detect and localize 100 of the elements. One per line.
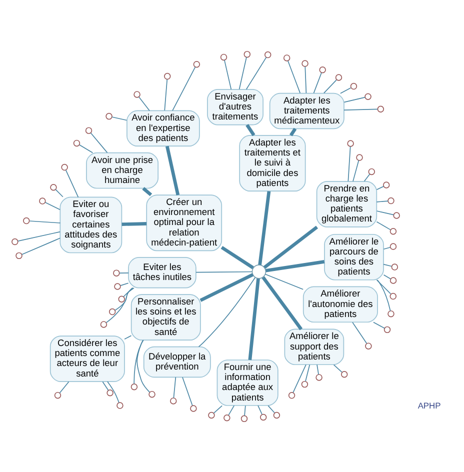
connector — [258, 190, 271, 265]
node-circle — [364, 92, 372, 100]
node-circle — [106, 112, 112, 120]
node-box: Considérer les patients comme acteurs de leur santé — [50, 335, 125, 382]
node-circle — [390, 242, 397, 250]
node-circle — [23, 216, 30, 224]
node-circle — [50, 184, 57, 190]
connector — [292, 364, 306, 392]
connector — [246, 56, 267, 90]
connector — [352, 321, 368, 344]
connector — [198, 276, 256, 347]
connector — [18, 230, 60, 241]
node-circle — [116, 402, 124, 408]
connector — [136, 339, 150, 392]
node-circle — [240, 414, 248, 422]
connector — [258, 404, 262, 414]
connector — [373, 321, 385, 328]
node-circle — [382, 181, 390, 188]
node-circle — [244, 50, 251, 58]
connector — [21, 237, 60, 254]
connector — [172, 66, 196, 110]
node-circle — [100, 320, 108, 328]
connector — [383, 274, 391, 279]
node-circle — [301, 380, 308, 388]
node-circle — [130, 383, 138, 390]
node-box: Prendre en charge les patients globalement — [316, 180, 378, 227]
connector — [348, 146, 351, 182]
connector — [90, 132, 108, 153]
node-circle — [193, 60, 200, 68]
connector — [376, 200, 388, 202]
node-box: Eviter ou favoriser certaines attitudes des soignants — [60, 196, 122, 253]
node-box: Développer la prévention — [143, 346, 211, 378]
node-circle — [347, 140, 354, 146]
node-circle — [61, 163, 68, 170]
node-circle — [54, 391, 62, 398]
node-circle — [39, 197, 46, 204]
connector — [79, 144, 94, 153]
connector — [182, 376, 193, 406]
node-circle — [350, 82, 358, 90]
node-circle — [356, 154, 363, 160]
node-circle — [16, 252, 22, 259]
label: APHP — [418, 400, 441, 410]
node-circle — [302, 60, 308, 66]
connector — [383, 246, 391, 250]
node-circle — [368, 168, 375, 175]
node-circle — [388, 196, 394, 204]
connector — [263, 225, 318, 268]
connector — [124, 334, 132, 340]
node-circle — [319, 66, 326, 73]
connector — [376, 185, 384, 190]
connector — [134, 339, 144, 384]
node-circle — [113, 269, 120, 276]
connector — [165, 145, 180, 195]
node-box: Avoir une prise en charge humaine — [86, 152, 158, 188]
node-circle — [335, 74, 342, 80]
node-box: Personnaliser les soins et les objectifs de santé — [130, 294, 201, 340]
node-circle — [316, 374, 322, 380]
node-circle — [384, 326, 391, 333]
connector — [119, 272, 129, 273]
node-circle — [283, 54, 290, 61]
node-box: Envisager d'autres traitements — [207, 88, 264, 125]
connector — [173, 376, 176, 398]
connector — [164, 78, 168, 110]
node-circle — [365, 342, 372, 349]
node-circle — [340, 370, 348, 378]
connector — [213, 404, 223, 413]
node-circle — [391, 263, 398, 270]
connector — [114, 286, 134, 310]
connector — [268, 404, 275, 413]
node-circle — [164, 72, 171, 80]
node-circle — [108, 308, 116, 315]
node-circle — [260, 413, 267, 420]
connector — [262, 276, 303, 330]
node-circle — [388, 310, 394, 317]
node-box: Améliorer le parcours de soins des patients — [324, 233, 384, 280]
connector — [112, 116, 128, 120]
node-circle — [390, 292, 396, 300]
node-circle — [134, 90, 140, 98]
node-circle — [85, 126, 92, 134]
node-circle — [390, 227, 397, 234]
connector — [376, 279, 392, 294]
node-circle — [12, 238, 18, 245]
connector — [107, 380, 120, 402]
connector — [352, 159, 360, 182]
connector — [65, 169, 79, 198]
connector — [200, 272, 254, 302]
connector — [142, 186, 152, 196]
connector — [324, 79, 337, 94]
connector — [288, 60, 301, 93]
connector — [376, 210, 394, 215]
connector — [344, 96, 366, 102]
connector — [102, 380, 109, 390]
node-circle — [114, 282, 121, 290]
connector — [344, 108, 378, 110]
connector — [246, 123, 256, 136]
node-circle — [393, 212, 400, 218]
connector — [44, 202, 60, 210]
node-box: Eviter les tâches inutiles — [128, 256, 196, 288]
connector — [120, 282, 129, 286]
node-circle — [118, 295, 125, 302]
